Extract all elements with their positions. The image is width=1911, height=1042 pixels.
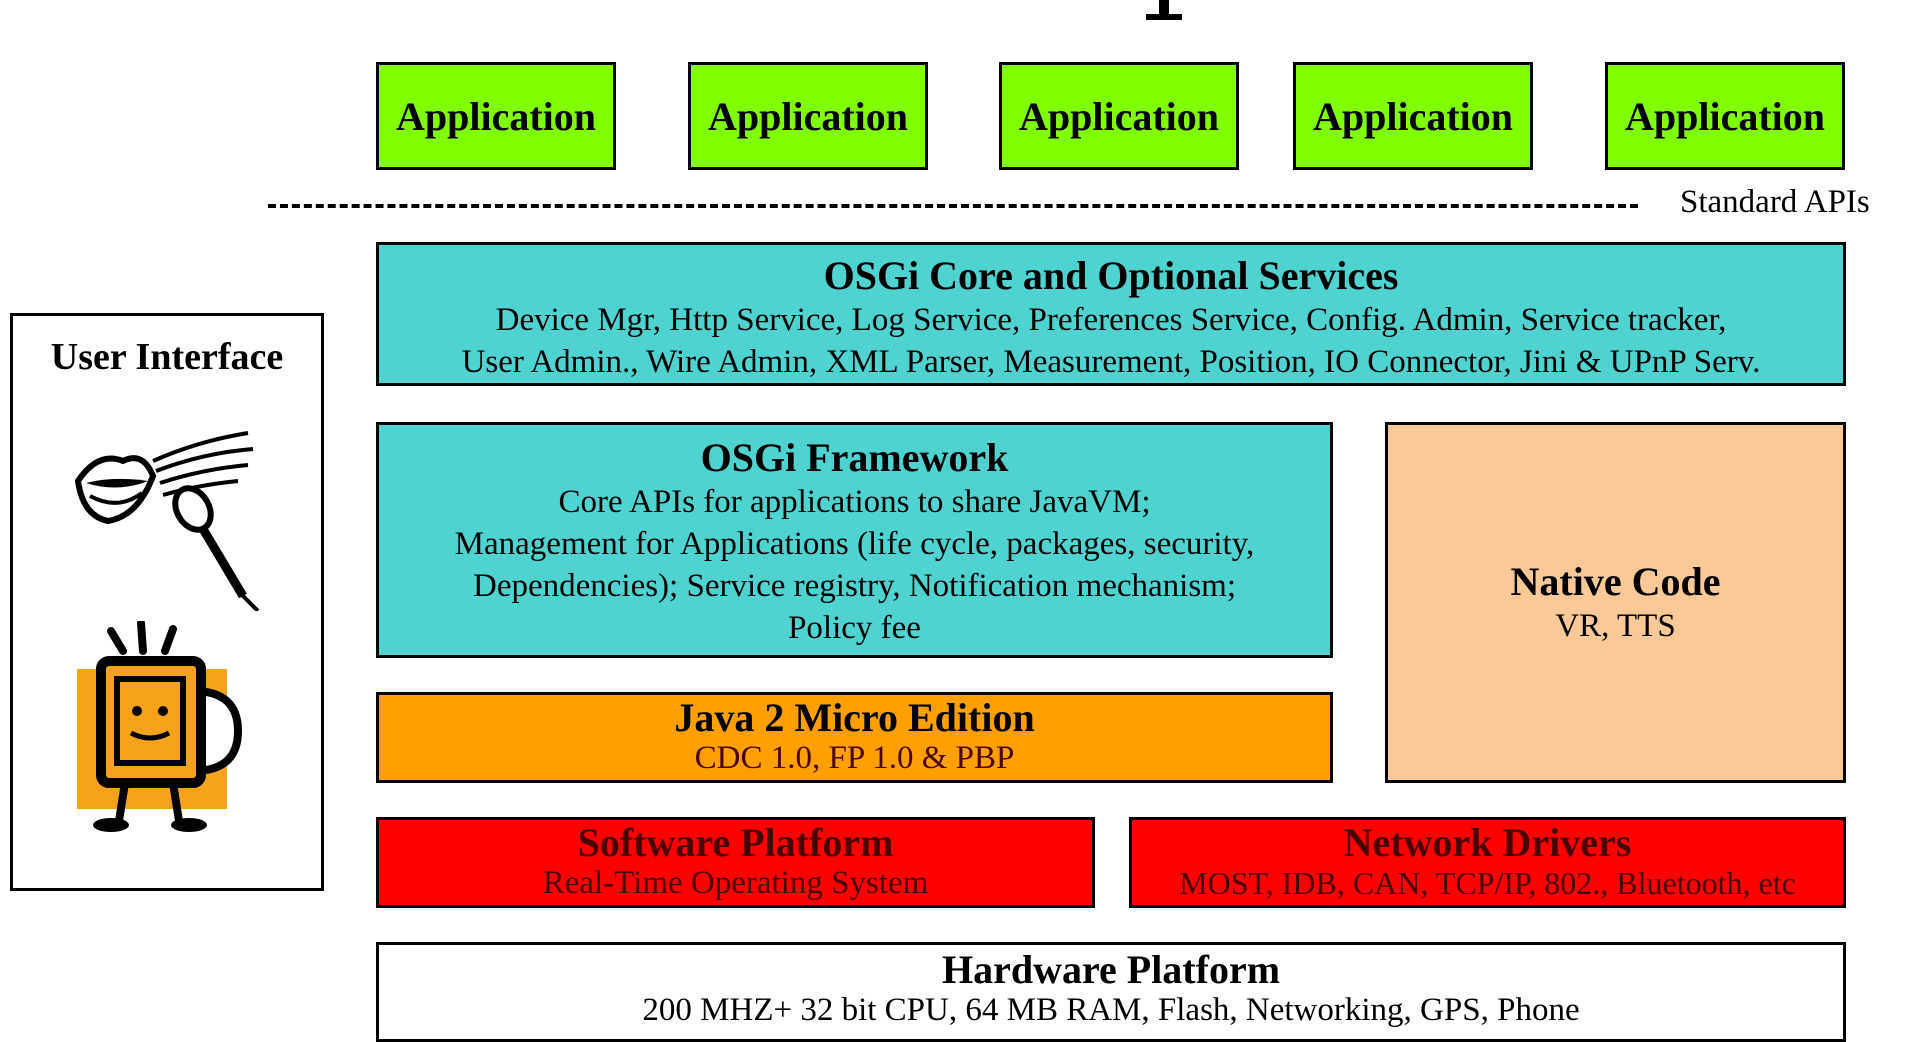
osgi-core-services-box: OSGi Core and Optional Services Device M… (376, 242, 1846, 386)
hardware-platform-box: Hardware Platform 200 MHZ+ 32 bit CPU, 6… (376, 942, 1846, 1042)
java-micro-edition-title: Java 2 Micro Edition (674, 695, 1035, 740)
application-box-3: Application (999, 62, 1239, 170)
osgi-core-services-title: OSGi Core and Optional Services (823, 253, 1399, 298)
java-micro-edition-box: Java 2 Micro Edition CDC 1.0, FP 1.0 & P… (376, 692, 1333, 783)
standard-apis-label: Standard APIs (1680, 184, 1870, 220)
application-label: Application (1018, 93, 1220, 139)
osgi-framework-line-1: Core APIs for applications to share Java… (558, 484, 1151, 520)
native-code-box: Native Code VR, TTS (1385, 422, 1846, 783)
hardware-platform-desc: 200 MHZ+ 32 bit CPU, 64 MB RAM, Flash, N… (642, 992, 1580, 1028)
application-label: Application (1312, 93, 1514, 139)
voice-microphone-icon (74, 431, 260, 611)
osgi-core-services-line-1: Device Mgr, Http Service, Log Service, P… (495, 302, 1727, 338)
application-label: Application (395, 93, 597, 139)
user-interface-panel: User Interface (10, 313, 324, 891)
network-drivers-box: Network Drivers MOST, IDB, CAN, TCP/IP, … (1129, 817, 1846, 908)
osgi-framework-line-2: Management for Applications (life cycle,… (454, 526, 1255, 562)
standard-apis-divider (268, 204, 1638, 208)
application-box-5: Application (1605, 62, 1845, 170)
application-box-4: Application (1293, 62, 1533, 170)
network-drivers-title: Network Drivers (1343, 820, 1632, 865)
user-interface-title: User Interface (50, 336, 284, 378)
native-code-title: Native Code (1510, 558, 1721, 604)
native-code-desc: VR, TTS (1555, 607, 1676, 644)
java-micro-edition-desc: CDC 1.0, FP 1.0 & PBP (694, 740, 1015, 776)
computer-mascot-icon (77, 621, 243, 832)
software-platform-box: Software Platform Real-Time Operating Sy… (376, 817, 1095, 908)
application-box-1: Application (376, 62, 616, 170)
application-box-2: Application (688, 62, 928, 170)
osgi-framework-line-4: Policy fee (788, 610, 921, 646)
software-platform-desc: Real-Time Operating System (542, 865, 929, 901)
osgi-framework-title: OSGi Framework (700, 435, 1009, 480)
software-platform-title: Software Platform (577, 820, 894, 865)
osgi-core-services-line-2: User Admin., Wire Admin, XML Parser, Mea… (461, 344, 1761, 380)
application-label: Application (707, 93, 909, 139)
top-arrow-tick (1146, 0, 1182, 20)
application-label: Application (1624, 93, 1826, 139)
network-drivers-desc: MOST, IDB, CAN, TCP/IP, 802., Bluetooth,… (1179, 865, 1796, 901)
osgi-framework-line-3: Dependencies); Service registry, Notific… (472, 568, 1236, 604)
osgi-framework-box: OSGi Framework Core APIs for application… (376, 422, 1333, 658)
hardware-platform-title: Hardware Platform (941, 947, 1281, 992)
